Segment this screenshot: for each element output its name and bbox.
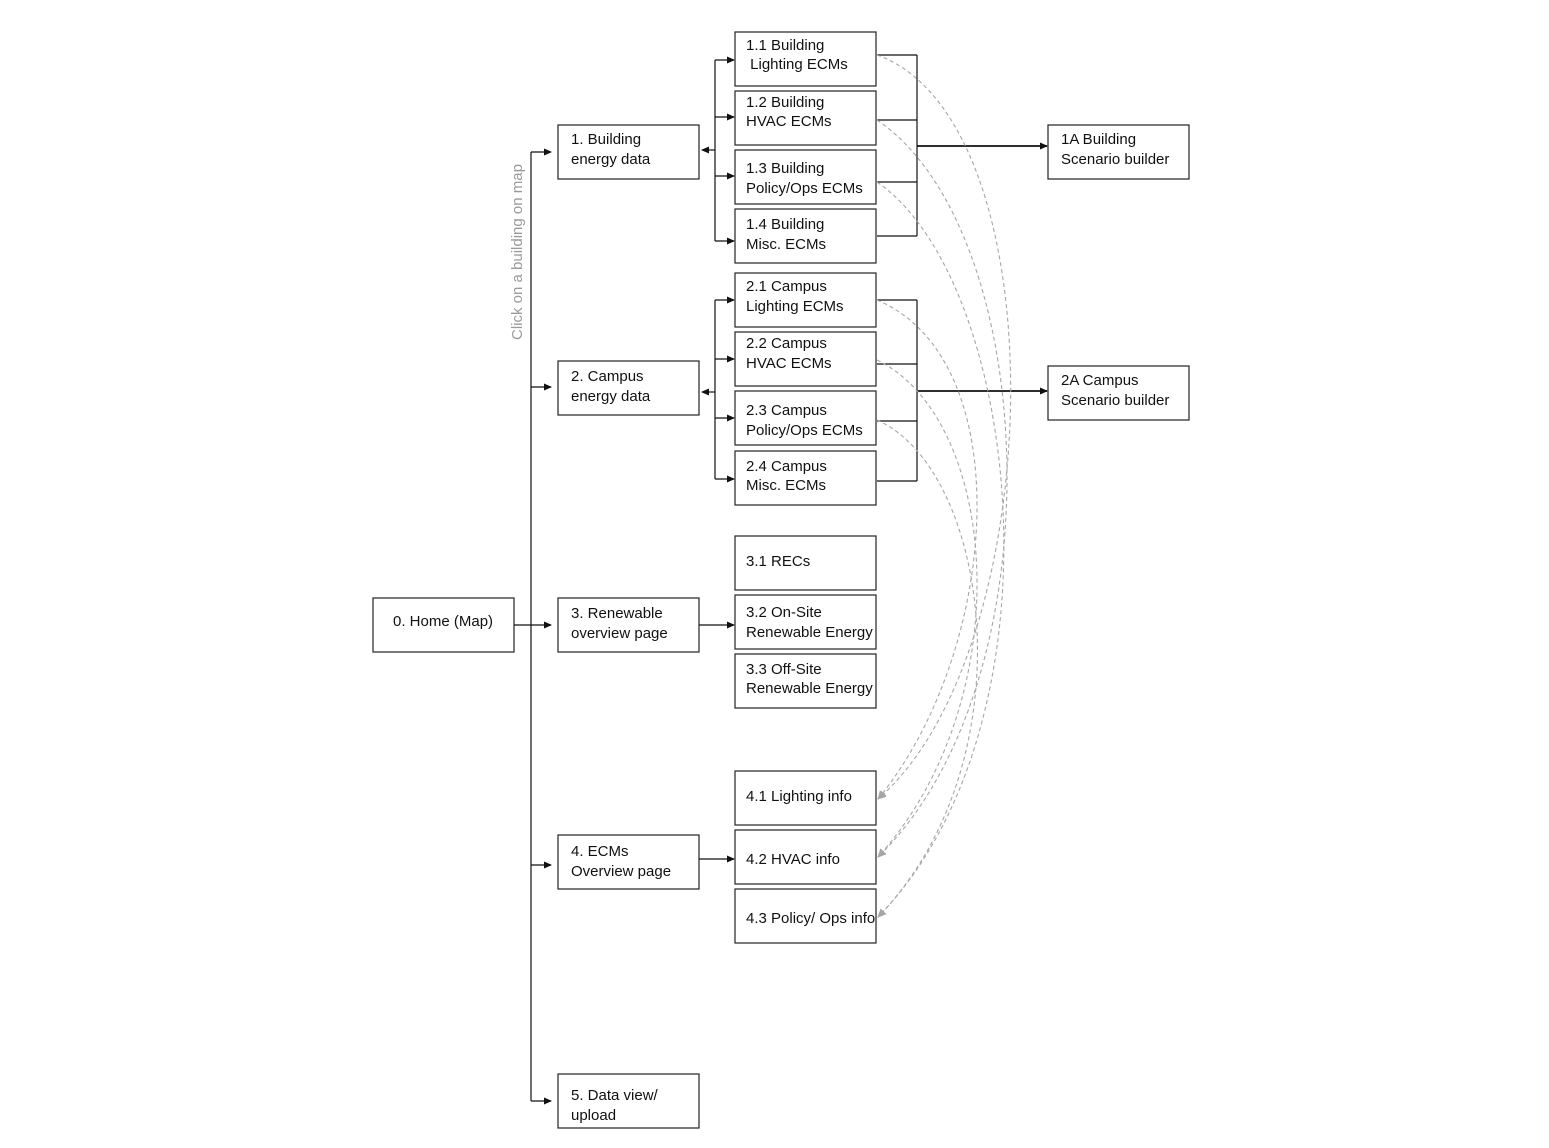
- dashed-link-n12-n42: [876, 119, 1008, 858]
- node-label: 4.2 HVAC info: [746, 851, 840, 868]
- node-label-line1: 1. Building: [571, 131, 641, 148]
- node-policy-ops-info[interactable]: 4.3 Policy/ Ops info: [734, 888, 877, 944]
- node-label-line1: 2.2 Campus: [746, 335, 827, 352]
- node-label-line1: 1.3 Building: [746, 160, 824, 177]
- node-label: 0. Home (Map): [393, 613, 493, 630]
- svg-text:1.1 Building Lighting E: 1.1 Building Lighting ECMs: [746, 37, 848, 73]
- node-lighting-info[interactable]: 4.1 Lighting info: [734, 770, 877, 826]
- svg-text:2.4 Campus Misc. ECMs: 2.4 Campus Misc. ECMs: [746, 458, 831, 494]
- svg-text:2. Campus energy data: 2. Campus energy data: [571, 368, 651, 405]
- node-label-line2: Misc. ECMs: [746, 236, 826, 253]
- node-label-line2: Lighting ECMs: [746, 298, 844, 315]
- node-label-line1: 1.4 Building: [746, 216, 824, 233]
- svg-text:1.3 Building Policy/Ops: 1.3 Building Policy/Ops ECMs: [746, 160, 863, 197]
- node-ecms-overview[interactable]: 4. ECMs Overview page: [557, 834, 700, 890]
- node-label-line2: Policy/Ops ECMs: [746, 422, 863, 439]
- node-label-line2: overview page: [571, 625, 668, 642]
- node-campus-scenario-builder[interactable]: 2A Campus Scenario builder: [1047, 365, 1190, 421]
- svg-text:3.1 RECs: 3.1 RECs: [746, 553, 810, 570]
- node-label-line1: 3.2 On-Site: [746, 604, 822, 621]
- node-recs[interactable]: 3.1 RECs: [734, 535, 877, 591]
- node-label-line2: Renewable Energy: [746, 624, 873, 641]
- svg-text:3.2 On-Site Renewable En: 3.2 On-Site Renewable Energy: [746, 604, 873, 641]
- node-building-hvac-ecms[interactable]: 1.2 Building HVAC ECMs: [734, 90, 877, 146]
- svg-text:0. Home (Map): 0. Home (Map): [393, 613, 493, 630]
- node-label-line1: 2.4 Campus: [746, 458, 827, 475]
- dashed-link-n11-n41: [876, 54, 1012, 800]
- node-label-line1: 2.3 Campus: [746, 402, 827, 419]
- svg-text:4.2 HVAC info: 4.2 HVAC info: [746, 851, 840, 868]
- svg-text:5. Data view/ upload: 5. Data view/ upload: [571, 1087, 662, 1124]
- svg-text:4. ECMs Overview page: 4. ECMs Overview page: [571, 843, 671, 880]
- node-building-lighting-ecms[interactable]: 1.1 Building Lighting ECMs: [734, 31, 877, 87]
- node-label-line2: energy data: [571, 388, 651, 405]
- dashed-link-n23-n43: [876, 419, 979, 918]
- node-hvac-info[interactable]: 4.2 HVAC info: [734, 829, 877, 885]
- node-label-line1: 5. Data view/: [571, 1087, 659, 1104]
- node-off-site-renewable[interactable]: 3.3 Off-Site Renewable Energy: [734, 653, 877, 709]
- svg-text:2.2 Campus HVAC ECMs: 2.2 Campus HVAC ECMs: [746, 335, 832, 372]
- node-label-line2: HVAC ECMs: [746, 113, 832, 130]
- svg-text:4.3 Policy/ Ops info: 4.3 Policy/ Ops info: [746, 910, 875, 927]
- node-label-line2: Misc. ECMs: [746, 477, 826, 494]
- node-building-policy-ops-ecms[interactable]: 1.3 Building Policy/Ops ECMs: [734, 149, 877, 205]
- dashed-link-n21-n41: [876, 299, 978, 800]
- node-label-line2: Scenario builder: [1061, 151, 1169, 168]
- node-label-line1: 2A Campus: [1061, 372, 1139, 389]
- node-building-scenario-builder[interactable]: 1A Building Scenario builder: [1047, 124, 1190, 180]
- node-label-line1: 2. Campus: [571, 368, 644, 385]
- node-campus-hvac-ecms[interactable]: 2.2 Campus HVAC ECMs: [734, 331, 877, 387]
- svg-text:3.3 Off-Site Renewable E: 3.3 Off-Site Renewable Energy: [746, 661, 873, 697]
- node-label-line1: 1A Building: [1061, 131, 1136, 148]
- node-label-line1: 3. Renewable: [571, 605, 663, 622]
- connectors: [514, 54, 1048, 1105]
- node-campus-energy-data[interactable]: 2. Campus energy data: [557, 360, 700, 416]
- node-label-line1: 1.2 Building: [746, 94, 824, 111]
- node-campus-policy-ops-ecms[interactable]: 2.3 Campus Policy/Ops ECMs: [734, 390, 877, 446]
- svg-text:1.4 Building Misc. ECMs: 1.4 Building Misc. ECMs: [746, 216, 829, 253]
- node-label-line2: Overview page: [571, 863, 671, 880]
- svg-text:1. Building energy data: 1. Building energy data: [571, 131, 651, 168]
- node-label-line1: 3.3 Off-Site: [746, 661, 822, 678]
- svg-text:4.1 Lighting info: 4.1 Lighting info: [746, 788, 852, 805]
- node-label-line1: 2.1 Campus: [746, 278, 827, 295]
- node-label-line2: Renewable Energy: [746, 680, 873, 697]
- node-data-view-upload[interactable]: 5. Data view/ upload: [557, 1073, 700, 1129]
- node-campus-lighting-ecms[interactable]: 2.1 Campus Lighting ECMs: [734, 272, 877, 328]
- dashed-link-n22-n42: [876, 359, 978, 858]
- node-label-line2: HVAC ECMs: [746, 355, 832, 372]
- info-links: [876, 54, 1012, 918]
- node-label-line2: Lighting ECMs: [746, 56, 848, 73]
- node-building-energy-data[interactable]: 1. Building energy data: [557, 124, 700, 180]
- node-on-site-renewable[interactable]: 3.2 On-Site Renewable Energy: [734, 594, 877, 650]
- svg-text:2A Campus Scenario build: 2A Campus Scenario builder: [1061, 372, 1169, 409]
- node-renewable-overview[interactable]: 3. Renewable overview page: [557, 597, 700, 653]
- node-label: 4.1 Lighting info: [746, 788, 852, 805]
- svg-text:1.2 Building HVAC ECMs: 1.2 Building HVAC ECMs: [746, 94, 832, 130]
- svg-text:1A Building Scenario bui: 1A Building Scenario builder: [1061, 131, 1169, 168]
- node-label-line1: 1.1 Building: [746, 37, 824, 54]
- node-label-line1: 4. ECMs: [571, 843, 629, 860]
- node-campus-misc-ecms[interactable]: 2.4 Campus Misc. ECMs: [734, 450, 877, 506]
- edge-label-click-building: Click on a building on map: [509, 164, 526, 340]
- node-label: 4.3 Policy/ Ops info: [746, 910, 875, 927]
- dashed-link-n13-n43: [876, 181, 1005, 918]
- node-label: 3.1 RECs: [746, 553, 810, 570]
- node-label-line2: upload: [571, 1107, 616, 1124]
- node-label-line2: energy data: [571, 151, 651, 168]
- svg-text:3. Renewable overview pa: 3. Renewable overview page: [571, 605, 668, 642]
- svg-text:2.1 Campus Lighting ECMs: 2.1 Campus Lighting ECMs: [746, 278, 844, 315]
- node-building-misc-ecms[interactable]: 1.4 Building Misc. ECMs: [734, 208, 877, 264]
- node-label-line2: Scenario builder: [1061, 392, 1169, 409]
- svg-text:2.3 Campus Policy/Ops EC: 2.3 Campus Policy/Ops ECMs: [746, 402, 863, 439]
- node-label-line2: Policy/Ops ECMs: [746, 180, 863, 197]
- node-home[interactable]: 0. Home (Map): [372, 597, 515, 653]
